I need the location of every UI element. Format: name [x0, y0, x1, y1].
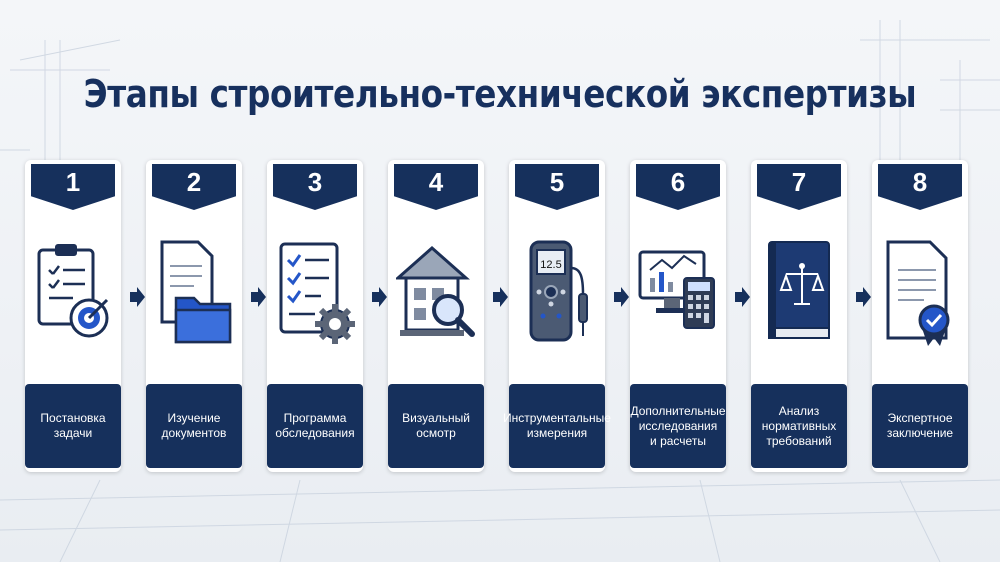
measuring-device-icon: 12.5 — [529, 240, 588, 342]
step-card-3: 3 Программа обследования — [267, 160, 363, 472]
step-number-badge: 8 — [878, 164, 962, 210]
device-display-text: 12.5 — [540, 259, 561, 271]
step-number-badge: 4 — [394, 164, 478, 210]
step-number-badge: 3 — [273, 164, 357, 210]
arrow-right-icon — [735, 287, 750, 307]
step-card-8: 8 Экспертное заключение — [872, 160, 968, 472]
step-number-badge: 6 — [636, 164, 720, 210]
monitor-calculator-icon — [638, 250, 715, 329]
step-label-box: Дополнительные исследования и расчеты — [630, 384, 726, 468]
step-number-badge: 7 — [757, 164, 841, 210]
step-card-5: 5 12.5 Инструментальные измерения — [503, 160, 611, 472]
clipboard-target-icon — [37, 244, 109, 338]
arrow-right-icon — [493, 287, 508, 307]
step-label-box: Изучение документов — [146, 384, 242, 468]
step-label: Постановка задачи — [40, 411, 106, 440]
step-number-badge: 1 — [31, 164, 115, 210]
certificate-document-icon — [886, 240, 950, 346]
arrow-right-icon — [130, 287, 145, 307]
step-label: Визуальный осмотр — [402, 411, 470, 440]
law-book-icon — [768, 241, 830, 339]
step-label: Программа обследования — [275, 411, 355, 440]
step-label-box: Инструментальные измерения — [503, 384, 611, 468]
step-number-badge: 5 — [515, 164, 599, 210]
step-card-4: 4 Визуальный осмотр — [388, 160, 484, 472]
step-card-7: 7 Анализ нормативных требований — [751, 160, 847, 472]
step-card-6: 6 Дополнительные исследования и расчеты — [630, 160, 726, 472]
step-card-1: 1 Постановка задачи — [25, 160, 121, 472]
step-label-box: Программа обследования — [267, 384, 363, 468]
step-label: Дополнительные исследования и расчеты — [630, 403, 726, 448]
step-label: Анализ нормативных требований — [761, 403, 837, 448]
page-title: Этапы строительно-технической экспертизы — [83, 72, 917, 116]
arrow-right-icon — [251, 287, 266, 307]
step-label: Экспертное заключение — [886, 411, 954, 440]
documents-folder-icon — [160, 240, 232, 344]
step-label-box: Постановка задачи — [25, 384, 121, 468]
step-label-box: Визуальный осмотр — [388, 384, 484, 468]
step-label-box: Экспертное заключение — [872, 384, 968, 468]
step-label: Изучение документов — [161, 411, 227, 440]
house-magnifier-icon — [396, 245, 475, 337]
step-card-2: 2 Изучение документов — [146, 160, 242, 472]
arrow-right-icon — [856, 287, 871, 307]
arrow-right-icon — [614, 287, 629, 307]
step-label: Инструментальные измерения — [503, 411, 611, 440]
arrow-right-icon — [372, 287, 387, 307]
step-number-badge: 2 — [152, 164, 236, 210]
step-label-box: Анализ нормативных требований — [751, 384, 847, 468]
checklist-gear-icon — [279, 242, 355, 344]
